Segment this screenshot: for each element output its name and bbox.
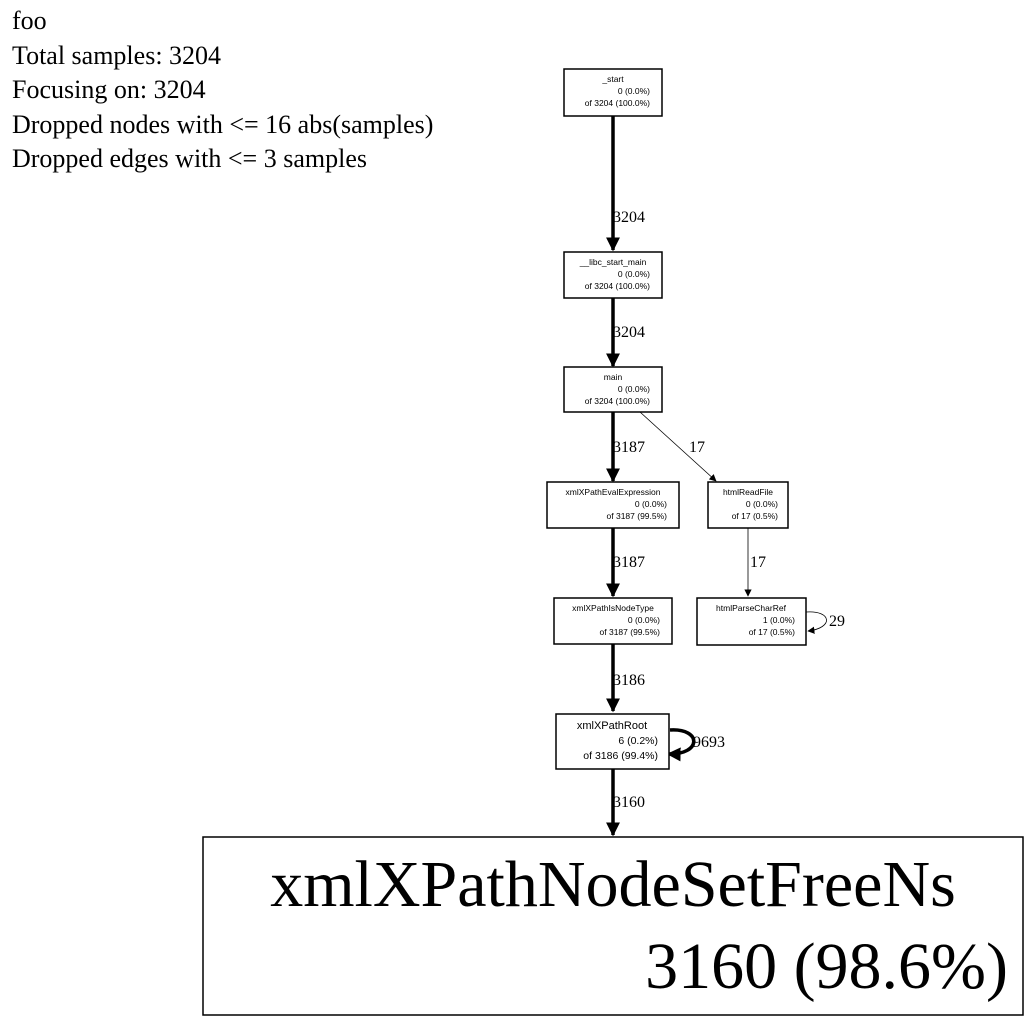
node-name: xmlXPathNodeSetFreeNs (270, 848, 956, 921)
edge-label: 3187 (613, 554, 645, 571)
node-xmlxpathnodesetfreens[interactable]: xmlXPathNodeSetFreeNs 3160 (98.6%) (202, 836, 1024, 1016)
node-cumulative: of 17 (0.5%) (732, 511, 778, 521)
edge-main-to-htmlreadfile: 17 (639, 411, 717, 482)
node-start[interactable]: _start 0 (0.0%) of 3204 (100.0%) (563, 68, 663, 117)
node-name: xmlXPathRoot (577, 720, 647, 732)
edge-parsecharref-self-loop: 29 (805, 611, 845, 634)
node-name: htmlParseCharRef (716, 603, 787, 613)
legend-dropped-nodes: Dropped nodes with <= 16 abs(samples) (12, 109, 434, 139)
node-self: 1 (0.0%) (763, 615, 795, 625)
edge-libc-to-main: 3204 (606, 298, 645, 368)
node-self: 0 (0.0%) (618, 269, 650, 279)
node-cumulative: of 3186 (99.4%) (583, 750, 658, 762)
edge-label: 17 (689, 439, 705, 456)
edge-eval-to-isnodetype: 3187 (606, 528, 645, 598)
node-name: main (604, 372, 623, 382)
edge-htmlreadfile-to-parsecharref: 17 (744, 528, 766, 597)
edge-start-to-libc: 3204 (606, 116, 645, 252)
node-self: 3160 (98.6%) (645, 930, 1008, 1003)
node-self: 0 (0.0%) (628, 615, 660, 625)
node-name: xmlXPathIsNodeType (572, 603, 654, 613)
node-xmlxpathisnodetype[interactable]: xmlXPathIsNodeType 0 (0.0%) of 3187 (99.… (553, 597, 673, 645)
node-name: xmlXPathEvalExpression (566, 487, 661, 497)
node-self: 0 (0.0%) (618, 86, 650, 96)
node-cumulative: of 3187 (99.5%) (607, 511, 668, 521)
edge-label: 9693 (693, 734, 725, 751)
node-cumulative: of 3204 (100.0%) (585, 396, 650, 406)
edge-isnodetype-to-root: 3186 (606, 644, 645, 713)
edge-main-to-eval: 3187 (606, 412, 645, 483)
legend-dropped-edges: Dropped edges with <= 3 samples (12, 144, 367, 173)
node-name: _start (601, 74, 624, 84)
legend-total-samples: Total samples: 3204 (12, 40, 222, 70)
node-cumulative: of 3204 (100.0%) (585, 98, 650, 108)
edge-label: 3186 (613, 672, 645, 689)
legend-title: foo (12, 6, 47, 35)
edge-root-to-freens: 3160 (606, 769, 645, 837)
edge-root-self-loop: 9693 (666, 728, 725, 762)
node-htmlparsecharref[interactable]: htmlParseCharRef 1 (0.0%) of 17 (0.5%) (696, 597, 807, 646)
node-name: htmlReadFile (723, 487, 773, 497)
node-xmlxpathevalexpression[interactable]: xmlXPathEvalExpression 0 (0.0%) of 3187 … (546, 481, 680, 529)
legend-focusing-on: Focusing on: 3204 (12, 75, 206, 104)
edge-label: 29 (829, 613, 845, 630)
node-self: 0 (0.0%) (635, 499, 667, 509)
edge-label: 17 (750, 554, 766, 571)
node-cumulative: of 17 (0.5%) (749, 627, 795, 637)
edge-label: 3187 (613, 439, 645, 456)
node-main[interactable]: main 0 (0.0%) of 3204 (100.0%) (563, 366, 663, 413)
node-name: __libc_start_main (579, 257, 647, 267)
edge-label: 3160 (613, 794, 645, 811)
node-libc-start-main[interactable]: __libc_start_main 0 (0.0%) of 3204 (100.… (563, 251, 663, 299)
graph-legend: foo Total samples: 3204 Focusing on: 320… (12, 4, 433, 177)
edge-label: 3204 (613, 324, 645, 341)
node-cumulative: of 3204 (100.0%) (585, 281, 650, 291)
node-self: 0 (0.0%) (618, 384, 650, 394)
node-self: 0 (0.0%) (746, 499, 778, 509)
edge-label: 3204 (613, 209, 645, 226)
node-self: 6 (0.2%) (618, 735, 658, 747)
node-cumulative: of 3187 (99.5%) (600, 627, 661, 637)
node-htmlreadfile[interactable]: htmlReadFile 0 (0.0%) of 17 (0.5%) (707, 481, 789, 529)
node-xmlxpathroot[interactable]: xmlXPathRoot 6 (0.2%) of 3186 (99.4%) (555, 713, 670, 770)
